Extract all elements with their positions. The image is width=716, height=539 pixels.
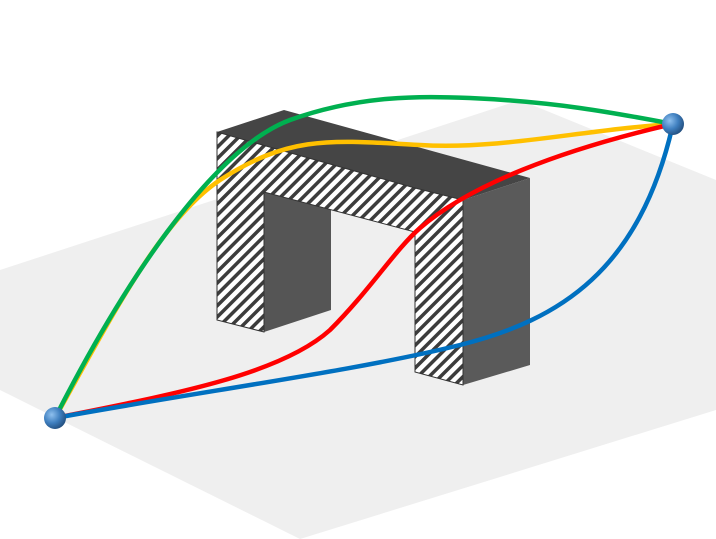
candidate-paths	[52, 94, 676, 421]
arch-top-face	[217, 110, 530, 200]
arch-right-face	[463, 178, 530, 385]
path-green	[52, 94, 676, 421]
path-red	[52, 121, 676, 421]
goal-point	[662, 113, 684, 135]
path-blue	[52, 121, 676, 421]
arch-front-face	[216, 131, 464, 386]
arch-inner-face	[264, 178, 331, 332]
ground-plane	[0, 100, 716, 539]
start-point	[44, 407, 66, 429]
arch-obstacle	[216, 110, 530, 386]
